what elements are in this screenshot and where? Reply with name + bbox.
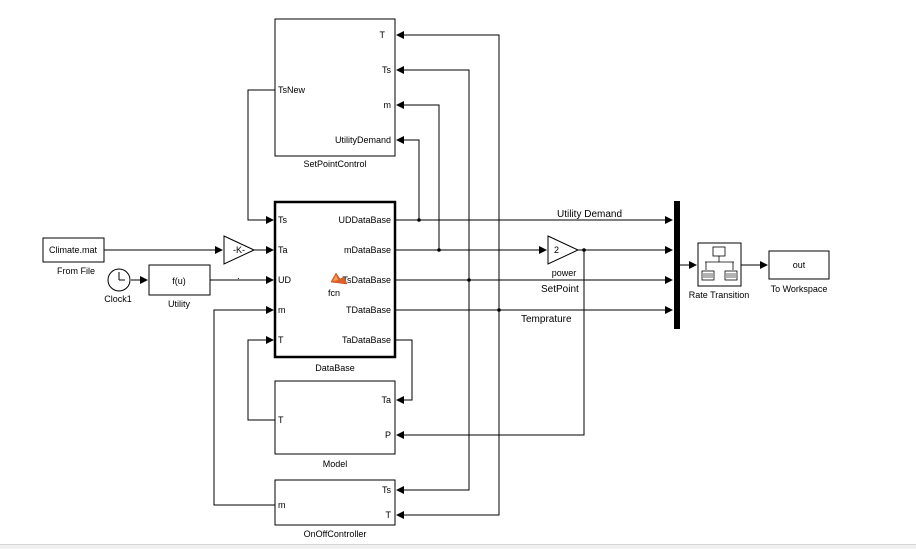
wire-model-t-database-t[interactable] [247,336,275,421]
wire-power-model-p[interactable] [396,250,585,439]
branch-points [417,218,586,312]
gain-k-content: -K- [233,245,245,255]
port-in-ta: Ta [278,245,288,255]
port-out-ts: Ts [382,65,392,75]
fcn-label: fcn [328,288,340,298]
power-gain-content: 2 [554,245,559,255]
database-block[interactable]: Ts Ta UD m T UDDataBase mDataBase TsData… [273,200,397,359]
window-bottom-edge [0,544,916,549]
rate-transition-caption: Rate Transition [689,290,750,300]
wire-t-setpoint-t[interactable] [396,31,500,310]
port-out-m: m [384,100,392,110]
port-out-t: T [380,30,386,40]
utility-caption: Utility [168,299,190,309]
port-out-tdatabase: TDataBase [346,305,391,315]
setpointcontrol-block[interactable]: T Ts m UtilityDemand TsNew [274,18,396,157]
onoffcontroller-caption: OnOffController [304,529,367,539]
power-gain-block[interactable]: 2 [547,235,580,265]
mux-bar[interactable] [674,201,680,329]
setpointcontrol-caption: SetPointControl [303,159,366,169]
model-block[interactable]: Ta P T [274,380,396,455]
toworkspace-content: out [793,260,806,270]
signal-lines [104,31,768,519]
port-in-onoff-ts: Ts [382,485,392,495]
power-caption: power [552,268,577,278]
toworkspace-block[interactable]: out [768,250,830,280]
onoffcontroller-block[interactable]: Ts T m [274,479,396,526]
wire-ts-setpoint-ts[interactable] [396,66,470,280]
utility-block[interactable]: f(u) [148,264,211,296]
port-out-p: P [385,430,391,440]
toworkspace-caption: To Workspace [771,284,828,294]
fromfile-content: Climate.mat [49,245,98,255]
gain-k-block[interactable]: -K- [223,235,256,265]
port-out-model-t: T [278,415,284,425]
utility-content: f(u) [172,276,186,286]
rate-transition-icon [701,246,738,281]
wire-ud-utilitydemand[interactable] [396,136,420,220]
port-out-tsdatabase: TsDataBase [342,275,391,285]
port-in-tsnew: TsNew [278,85,306,95]
database-caption: DataBase [315,363,355,373]
wire-tsnew-ts[interactable] [247,89,275,224]
fromfile-caption: From File [57,266,95,276]
clock-caption: Clock1 [104,294,132,304]
wire-t-onoff-t[interactable] [396,310,500,519]
wire-m-setpoint-m[interactable] [396,101,440,250]
port-out-utilitydemand: UtilityDemand [335,135,391,145]
port-in-onoff-t: T [386,510,392,520]
port-out-tadatabase: TaDataBase [342,335,391,345]
port-in-m: m [278,305,286,315]
utility-signal-label: . [237,271,240,282]
signal-label-setpoint: SetPoint [541,284,579,295]
wire-ts-onoff-ts[interactable] [396,280,470,494]
wire-tadatabase-model-ta[interactable] [395,339,413,404]
port-in-ud: UD [278,275,291,285]
port-out-ta: Ta [381,395,391,405]
signal-label-temprature: Temprature [521,314,572,325]
port-in-ts: Ts [278,215,288,225]
fromfile-block[interactable]: Climate.mat [42,237,105,263]
wire-onoff-m-database-m[interactable] [213,306,275,506]
model-caption: Model [323,459,348,469]
clock-block[interactable] [107,268,131,292]
matlab-fcn-icon [330,272,348,285]
port-out-uddatabase: UDDataBase [338,215,391,225]
rate-transition-block[interactable] [697,242,742,287]
signal-label-utility-demand: Utility Demand [557,209,622,220]
port-out-onoff-m: m [278,500,286,510]
port-in-t: T [278,335,284,345]
port-out-mdatabase: mDataBase [344,245,391,255]
